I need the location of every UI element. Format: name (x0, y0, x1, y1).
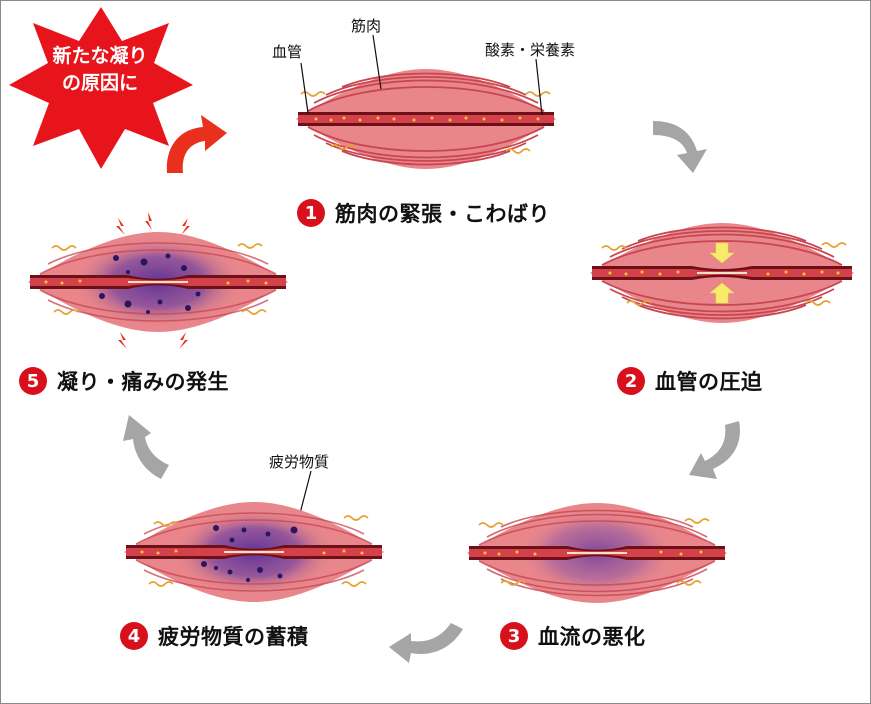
step-5: 5 凝り・痛みの発生 (19, 366, 229, 396)
cycle-arrow-4-5-icon (123, 415, 169, 479)
step-label: 筋肉の緊張・こわばり (335, 202, 550, 226)
cycle-arrow-2-3-icon (689, 421, 740, 479)
nutrient-annotation: 酸素・栄養素 (485, 41, 576, 59)
starburst-badge-icon (9, 7, 193, 169)
step-label: 凝り・痛みの発生 (57, 370, 229, 394)
pain-particles (99, 253, 201, 314)
muscle-normal (296, 69, 556, 169)
cycle-arrow-1-2-icon (653, 121, 707, 173)
compress-arrow-up-icon (709, 282, 735, 304)
muscle-pain (28, 212, 288, 349)
muscle-poor-flow (467, 503, 727, 603)
badge-text: 新たな凝り の原因に (7, 43, 193, 97)
step-number-badge: 1 (297, 199, 325, 227)
step-3: 3 血流の悪化 (500, 621, 646, 651)
vessel-leader-line (300, 62, 309, 114)
cycle-arrow-5-1-icon (166, 115, 227, 173)
step-number-badge: 5 (19, 367, 47, 395)
badge-line-2: の原因に (61, 72, 138, 94)
muscle-annotation: 筋肉 (351, 17, 382, 35)
muscle-fatigue (124, 502, 384, 602)
step-label: 血管の圧迫 (655, 370, 763, 394)
step-2: 2 血管の圧迫 (617, 366, 763, 396)
vessel-annotation: 血管 (272, 43, 303, 61)
step-label: 血流の悪化 (538, 625, 646, 649)
step-number-badge: 2 (617, 367, 645, 395)
nutrient-leader-line (535, 58, 543, 116)
fatigue-particles (201, 525, 298, 582)
badge-line-1: 新たな凝り (52, 45, 148, 67)
step-label: 疲労物質の蓄積 (158, 625, 309, 649)
step-1: 1 筋肉の緊張・こわばり (297, 198, 550, 228)
muscle-compressed (590, 223, 854, 323)
compress-arrow-down-icon (709, 242, 735, 264)
step-number-badge: 3 (500, 622, 528, 650)
pain-spark-icon (116, 212, 190, 349)
fatigue-annotation: 疲労物質 (269, 453, 330, 471)
step-4: 4 疲労物質の蓄積 (120, 621, 309, 651)
step-number-badge: 4 (120, 622, 148, 650)
muscle-leader-line (372, 34, 382, 90)
cycle-arrow-3-4-icon (389, 623, 463, 663)
